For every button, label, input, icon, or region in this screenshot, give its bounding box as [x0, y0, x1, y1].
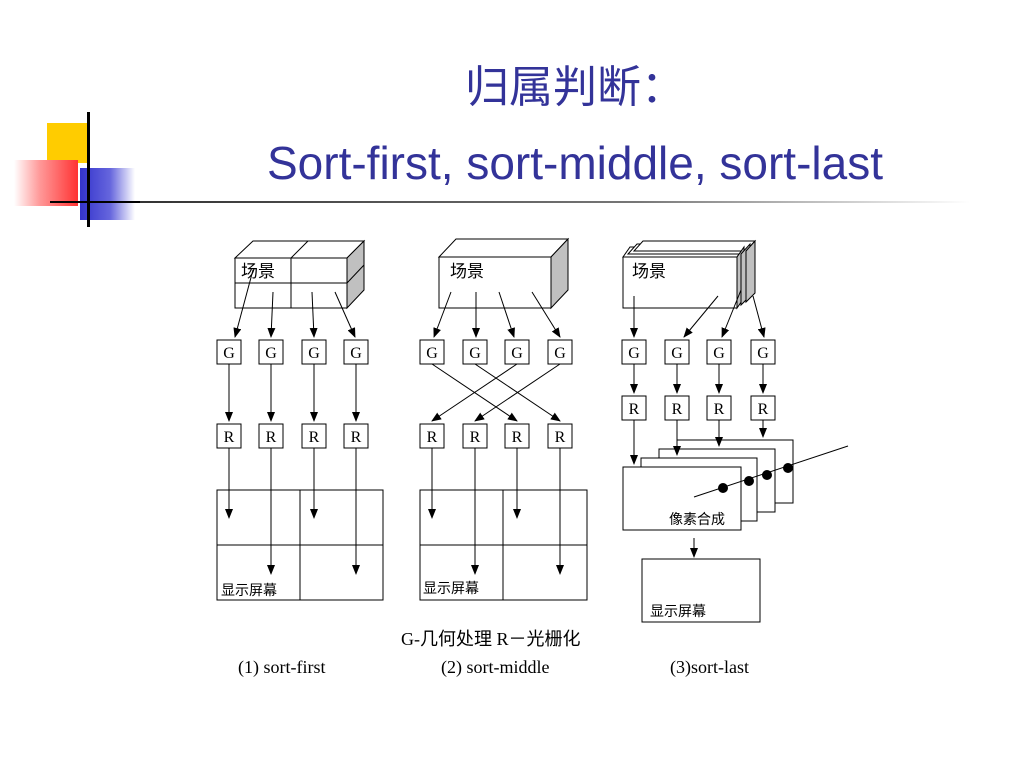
- svg-text:R: R: [758, 401, 769, 418]
- svg-text:G: G: [628, 345, 640, 362]
- raster-node: R: [504, 423, 530, 449]
- svg-text:R: R: [427, 429, 438, 446]
- caption-sort-first: (1) sort-first: [238, 657, 325, 678]
- svg-text:R: R: [512, 429, 523, 446]
- geometry-node: G: [216, 339, 242, 365]
- svg-text:R: R: [672, 401, 683, 418]
- svg-text:G: G: [511, 345, 523, 362]
- svg-text:R: R: [351, 429, 362, 446]
- scene-box-1: 场景: [233, 239, 366, 310]
- sort-last-column: 场景 G G G G R R R R 像素合成: [621, 239, 849, 623]
- svg-text:G: G: [308, 345, 320, 362]
- geometry-node: G: [547, 339, 573, 365]
- svg-text:G: G: [426, 345, 438, 362]
- slide-title-line1: 归属判断：: [465, 63, 685, 112]
- raster-node: R: [706, 395, 732, 421]
- sort-first-column: 场景 G G G G R R R R 显示屏幕: [216, 239, 384, 601]
- raster-node: R: [343, 423, 369, 449]
- scene-box-3: 场景: [622, 239, 757, 310]
- svg-text:G: G: [350, 345, 362, 362]
- svg-text:R: R: [629, 401, 640, 418]
- geometry-node: G: [664, 339, 690, 365]
- display-label-1: 显示屏幕: [221, 583, 277, 599]
- geometry-node: G: [621, 339, 647, 365]
- slide-title-line2: Sort-first, sort-middle, sort-last: [267, 137, 883, 189]
- composite-ray: [693, 445, 849, 498]
- svg-text:R: R: [224, 429, 235, 446]
- svg-text:G: G: [757, 345, 769, 362]
- geometry-node: G: [750, 339, 776, 365]
- svg-text:G: G: [265, 345, 277, 362]
- svg-text:R: R: [266, 429, 277, 446]
- geometry-node: G: [462, 339, 488, 365]
- caption-sort-last: (3)sort-last: [670, 657, 749, 678]
- scene-label-2: 场景: [450, 262, 484, 281]
- scene-label-1: 场景: [241, 262, 275, 281]
- svg-text:R: R: [714, 401, 725, 418]
- display-screen-2: 显示屏幕: [419, 489, 588, 601]
- display-label-2: 显示屏幕: [423, 581, 479, 597]
- display-label-3: 显示屏幕: [650, 604, 706, 620]
- raster-node: R: [216, 423, 242, 449]
- geometry-node: G: [258, 339, 284, 365]
- svg-text:G: G: [554, 345, 566, 362]
- caption-sort-middle: (2) sort-middle: [441, 657, 549, 678]
- svg-text:G: G: [671, 345, 683, 362]
- geometry-node: G: [419, 339, 445, 365]
- svg-text:R: R: [309, 429, 320, 446]
- composite-label: 像素合成: [669, 512, 725, 528]
- raster-node: R: [750, 395, 776, 421]
- sort-middle-column: 场景 G G G G R R R R 显示屏幕: [419, 237, 588, 601]
- deco-horizontal-line: [50, 201, 140, 203]
- composite-stack: 像素合成: [622, 439, 794, 531]
- svg-text:G: G: [223, 345, 235, 362]
- deco-red-square: [14, 160, 78, 206]
- raster-node: R: [301, 423, 327, 449]
- scene-label-3: 场景: [632, 262, 666, 281]
- deco-vertical-line: [87, 112, 90, 227]
- raster-node: R: [419, 423, 445, 449]
- svg-text:R: R: [555, 429, 566, 446]
- raster-node: R: [547, 423, 573, 449]
- raster-node: R: [462, 423, 488, 449]
- geometry-node: G: [343, 339, 369, 365]
- svg-text:G: G: [713, 345, 725, 362]
- svg-text:G: G: [469, 345, 481, 362]
- legend: G-几何处理 R－光栅化: [401, 629, 581, 649]
- geometry-node: G: [706, 339, 732, 365]
- geometry-node: G: [301, 339, 327, 365]
- display-screen-3: 显示屏幕: [641, 558, 761, 623]
- scene-box-2: 场景: [437, 237, 570, 310]
- raster-node: R: [621, 395, 647, 421]
- display-screen-1: 显示屏幕: [216, 489, 384, 601]
- raster-node: R: [664, 395, 690, 421]
- geometry-node: G: [504, 339, 530, 365]
- raster-node: R: [258, 423, 284, 449]
- title-underline: [140, 201, 970, 203]
- svg-text:R: R: [470, 429, 481, 446]
- deco-yellow-square: [47, 123, 89, 163]
